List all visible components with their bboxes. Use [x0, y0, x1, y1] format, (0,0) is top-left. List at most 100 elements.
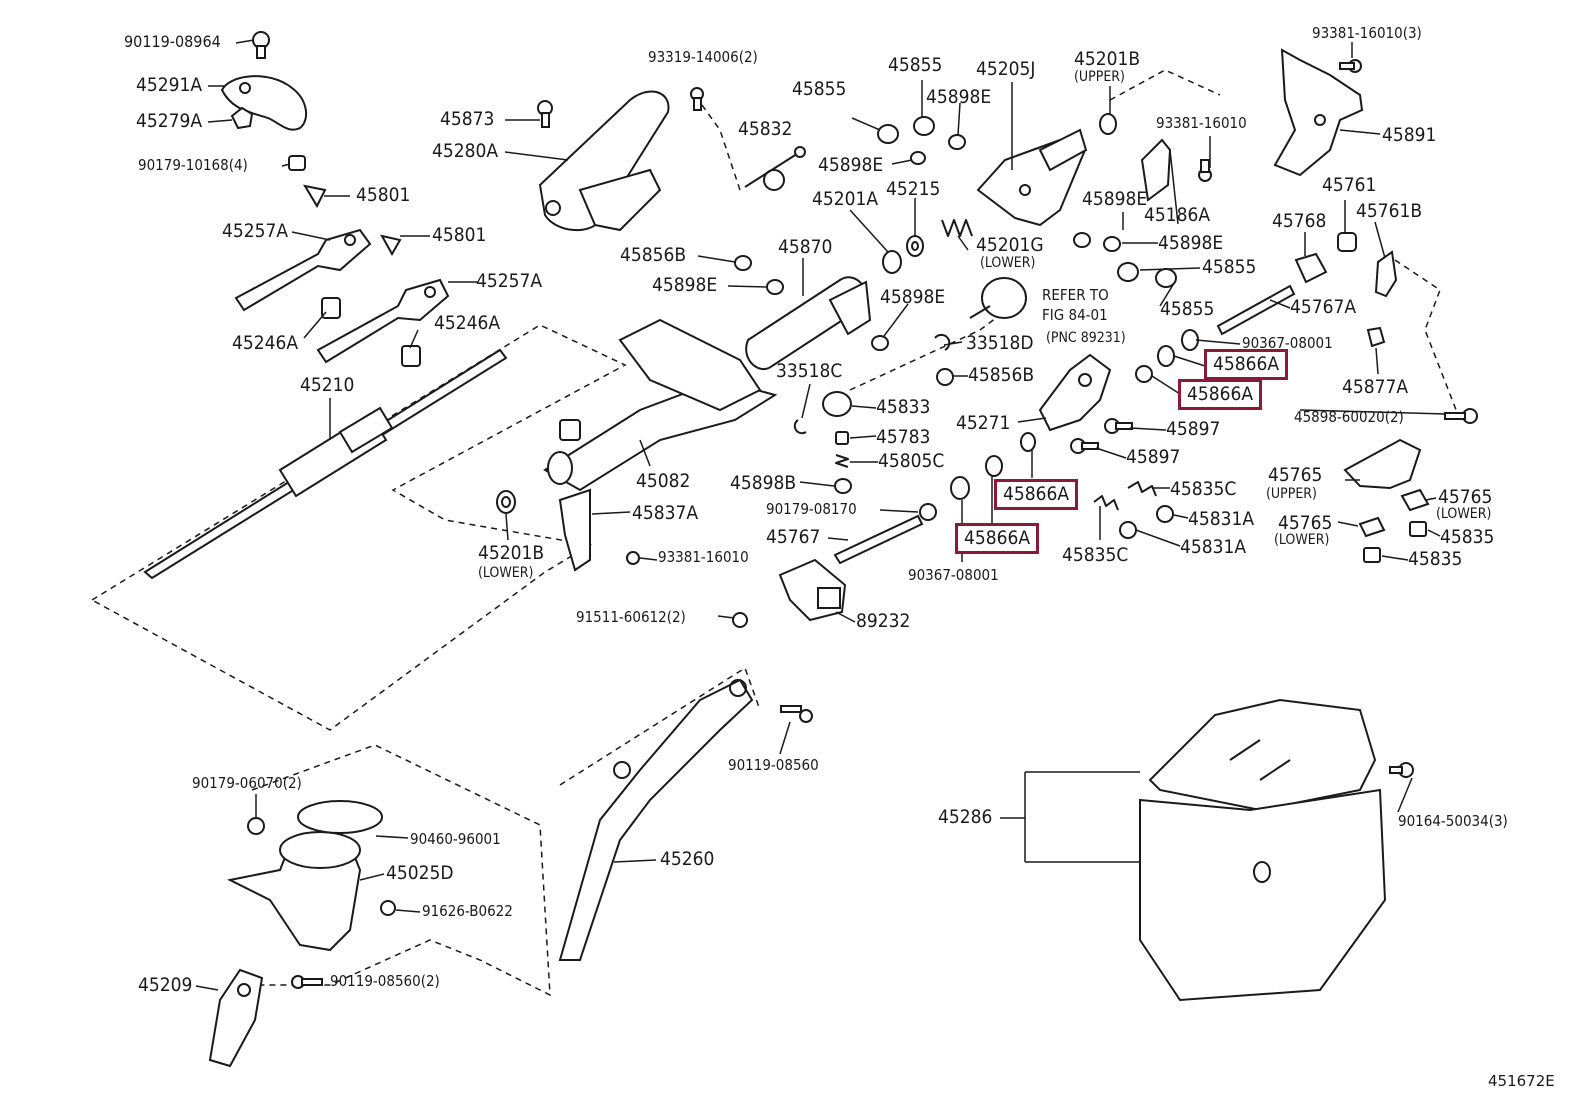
label-45765-lower-right-sub: (LOWER)	[1436, 506, 1492, 522]
part-45765-lower-left	[1358, 516, 1386, 538]
label-45280A: 45280A	[432, 140, 499, 162]
washer-45866A-3	[985, 455, 1003, 477]
label-45898E-f: 45898E	[880, 286, 946, 308]
spring-45835C-b	[1093, 495, 1119, 511]
part-45280A	[538, 90, 670, 232]
part-45768	[1294, 252, 1328, 284]
refer-note-line2: FIG 84-01	[1042, 306, 1108, 324]
group-outline-45832	[701, 104, 741, 191]
part-45833	[822, 391, 852, 417]
label-45291A: 45291A	[136, 74, 203, 96]
label-45898E-a: 45898E	[926, 86, 992, 108]
label-45246A-a: 45246A	[232, 332, 299, 354]
part-45205J	[976, 128, 1088, 227]
label-45260: 45260	[660, 848, 715, 870]
nut-45898E-e	[1073, 232, 1091, 248]
nut-45856B-b	[936, 368, 954, 386]
part-45783	[835, 431, 849, 445]
label-90460-96001: 90460-96001	[410, 830, 501, 848]
label-45025D: 45025D	[386, 862, 454, 884]
label-45898E-b: 45898E	[818, 154, 884, 176]
part-45286-cover	[1139, 698, 1387, 1002]
bolt-91626-B0622	[380, 900, 396, 916]
spring-45835C-a	[1127, 481, 1157, 497]
washer-45866A-2	[1157, 345, 1175, 367]
bolt-45897-b	[1070, 438, 1099, 454]
bolt-45897-a	[1104, 418, 1133, 434]
label-45831A-a: 45831A	[1188, 508, 1255, 530]
part-45801-a	[302, 184, 327, 209]
label-45215: 45215	[886, 178, 941, 200]
label-45835C-b: 45835C	[1062, 544, 1129, 566]
spring-45201G	[941, 219, 973, 237]
label-45835-a: 45835	[1440, 526, 1495, 548]
part-45246A-b	[401, 345, 421, 367]
label-45767: 45767	[766, 526, 821, 548]
part-45209	[208, 968, 264, 1068]
label-45209: 45209	[138, 974, 193, 996]
label-45837A: 45837A	[632, 502, 699, 524]
bolt-93381-16010	[1198, 159, 1212, 182]
part-45260-lower-shaft	[558, 678, 754, 961]
part-45291A	[220, 75, 308, 131]
label-45201G: 45201G	[976, 234, 1044, 256]
label-45783: 45783	[876, 426, 931, 448]
part-45271	[1038, 353, 1112, 432]
label-90179-06070: 90179-06070(2)	[192, 774, 302, 792]
label-45765-upper-sub: (UPPER)	[1266, 486, 1317, 502]
clip-33518D	[934, 333, 951, 351]
washer-45215	[906, 235, 924, 257]
label-45856B-a: 45856B	[620, 244, 687, 266]
part-45082-column	[543, 318, 778, 492]
bolt-45898-60020	[1444, 408, 1478, 424]
nut-45898E-f	[1103, 236, 1121, 252]
label-45898B: 45898B	[730, 472, 797, 494]
label-45898E-e: 45898E	[652, 274, 718, 296]
part-45279A	[230, 106, 254, 130]
label-45201B-upper: 45201B	[1074, 48, 1141, 70]
nut-45866A-c	[1135, 365, 1153, 383]
nut-90179-06070	[247, 817, 265, 835]
label-90119-08964: 90119-08964	[124, 32, 221, 51]
label-45201G-sub: (LOWER)	[980, 255, 1036, 271]
label-45201B-upper-sub: (UPPER)	[1074, 69, 1125, 85]
label-45210: 45210	[300, 374, 355, 396]
screw-90164-50034	[1389, 762, 1414, 778]
part-45898B	[834, 478, 852, 494]
label-45856B-b: 45856B	[968, 364, 1035, 386]
part-45257A-a	[234, 228, 372, 312]
label-45271: 45271	[956, 412, 1011, 434]
label-45201B-lower: 45201B	[478, 542, 545, 564]
label-45767A: 45767A	[1290, 296, 1357, 318]
label-45246A-b: 45246A	[434, 312, 501, 334]
bolt-45767A	[1216, 284, 1296, 336]
label-45831A-b: 45831A	[1180, 536, 1247, 558]
part-45877A	[1366, 326, 1386, 348]
label-90164-50034: 90164-50034(3)	[1398, 812, 1508, 830]
label-45873: 45873	[440, 108, 495, 130]
label-93381-16010-b: 93381-16010	[658, 548, 749, 566]
label-45870: 45870	[778, 236, 833, 258]
part-45186A	[1140, 138, 1172, 202]
bolt-90119-08964	[252, 31, 270, 59]
label-93319-14006: 93319-14006(2)	[648, 48, 758, 66]
label-45855-a: 45855	[792, 78, 847, 100]
label-45832: 45832	[738, 118, 793, 140]
label-45201B-lower-sub: (LOWER)	[478, 565, 534, 581]
part-45761	[1337, 232, 1357, 252]
label-45898E-c: 45898E	[1082, 188, 1148, 210]
label-90119-08560: 90119-08560	[728, 756, 819, 774]
bolt-91511-60612	[732, 612, 748, 628]
part-45201G-body	[969, 277, 1027, 319]
nut-45898E-b	[910, 151, 926, 165]
part-45210-shaft	[143, 348, 508, 580]
part-45025D	[226, 800, 383, 952]
label-45765-lower-left: 45765	[1278, 512, 1333, 534]
bolt-93381-16010-3	[1339, 59, 1362, 73]
screw-45855-b	[913, 116, 935, 136]
spring-45805C	[835, 454, 849, 468]
label-45761: 45761	[1322, 174, 1377, 196]
label-45279A: 45279A	[136, 110, 203, 132]
label-45801-a: 45801	[356, 184, 411, 206]
